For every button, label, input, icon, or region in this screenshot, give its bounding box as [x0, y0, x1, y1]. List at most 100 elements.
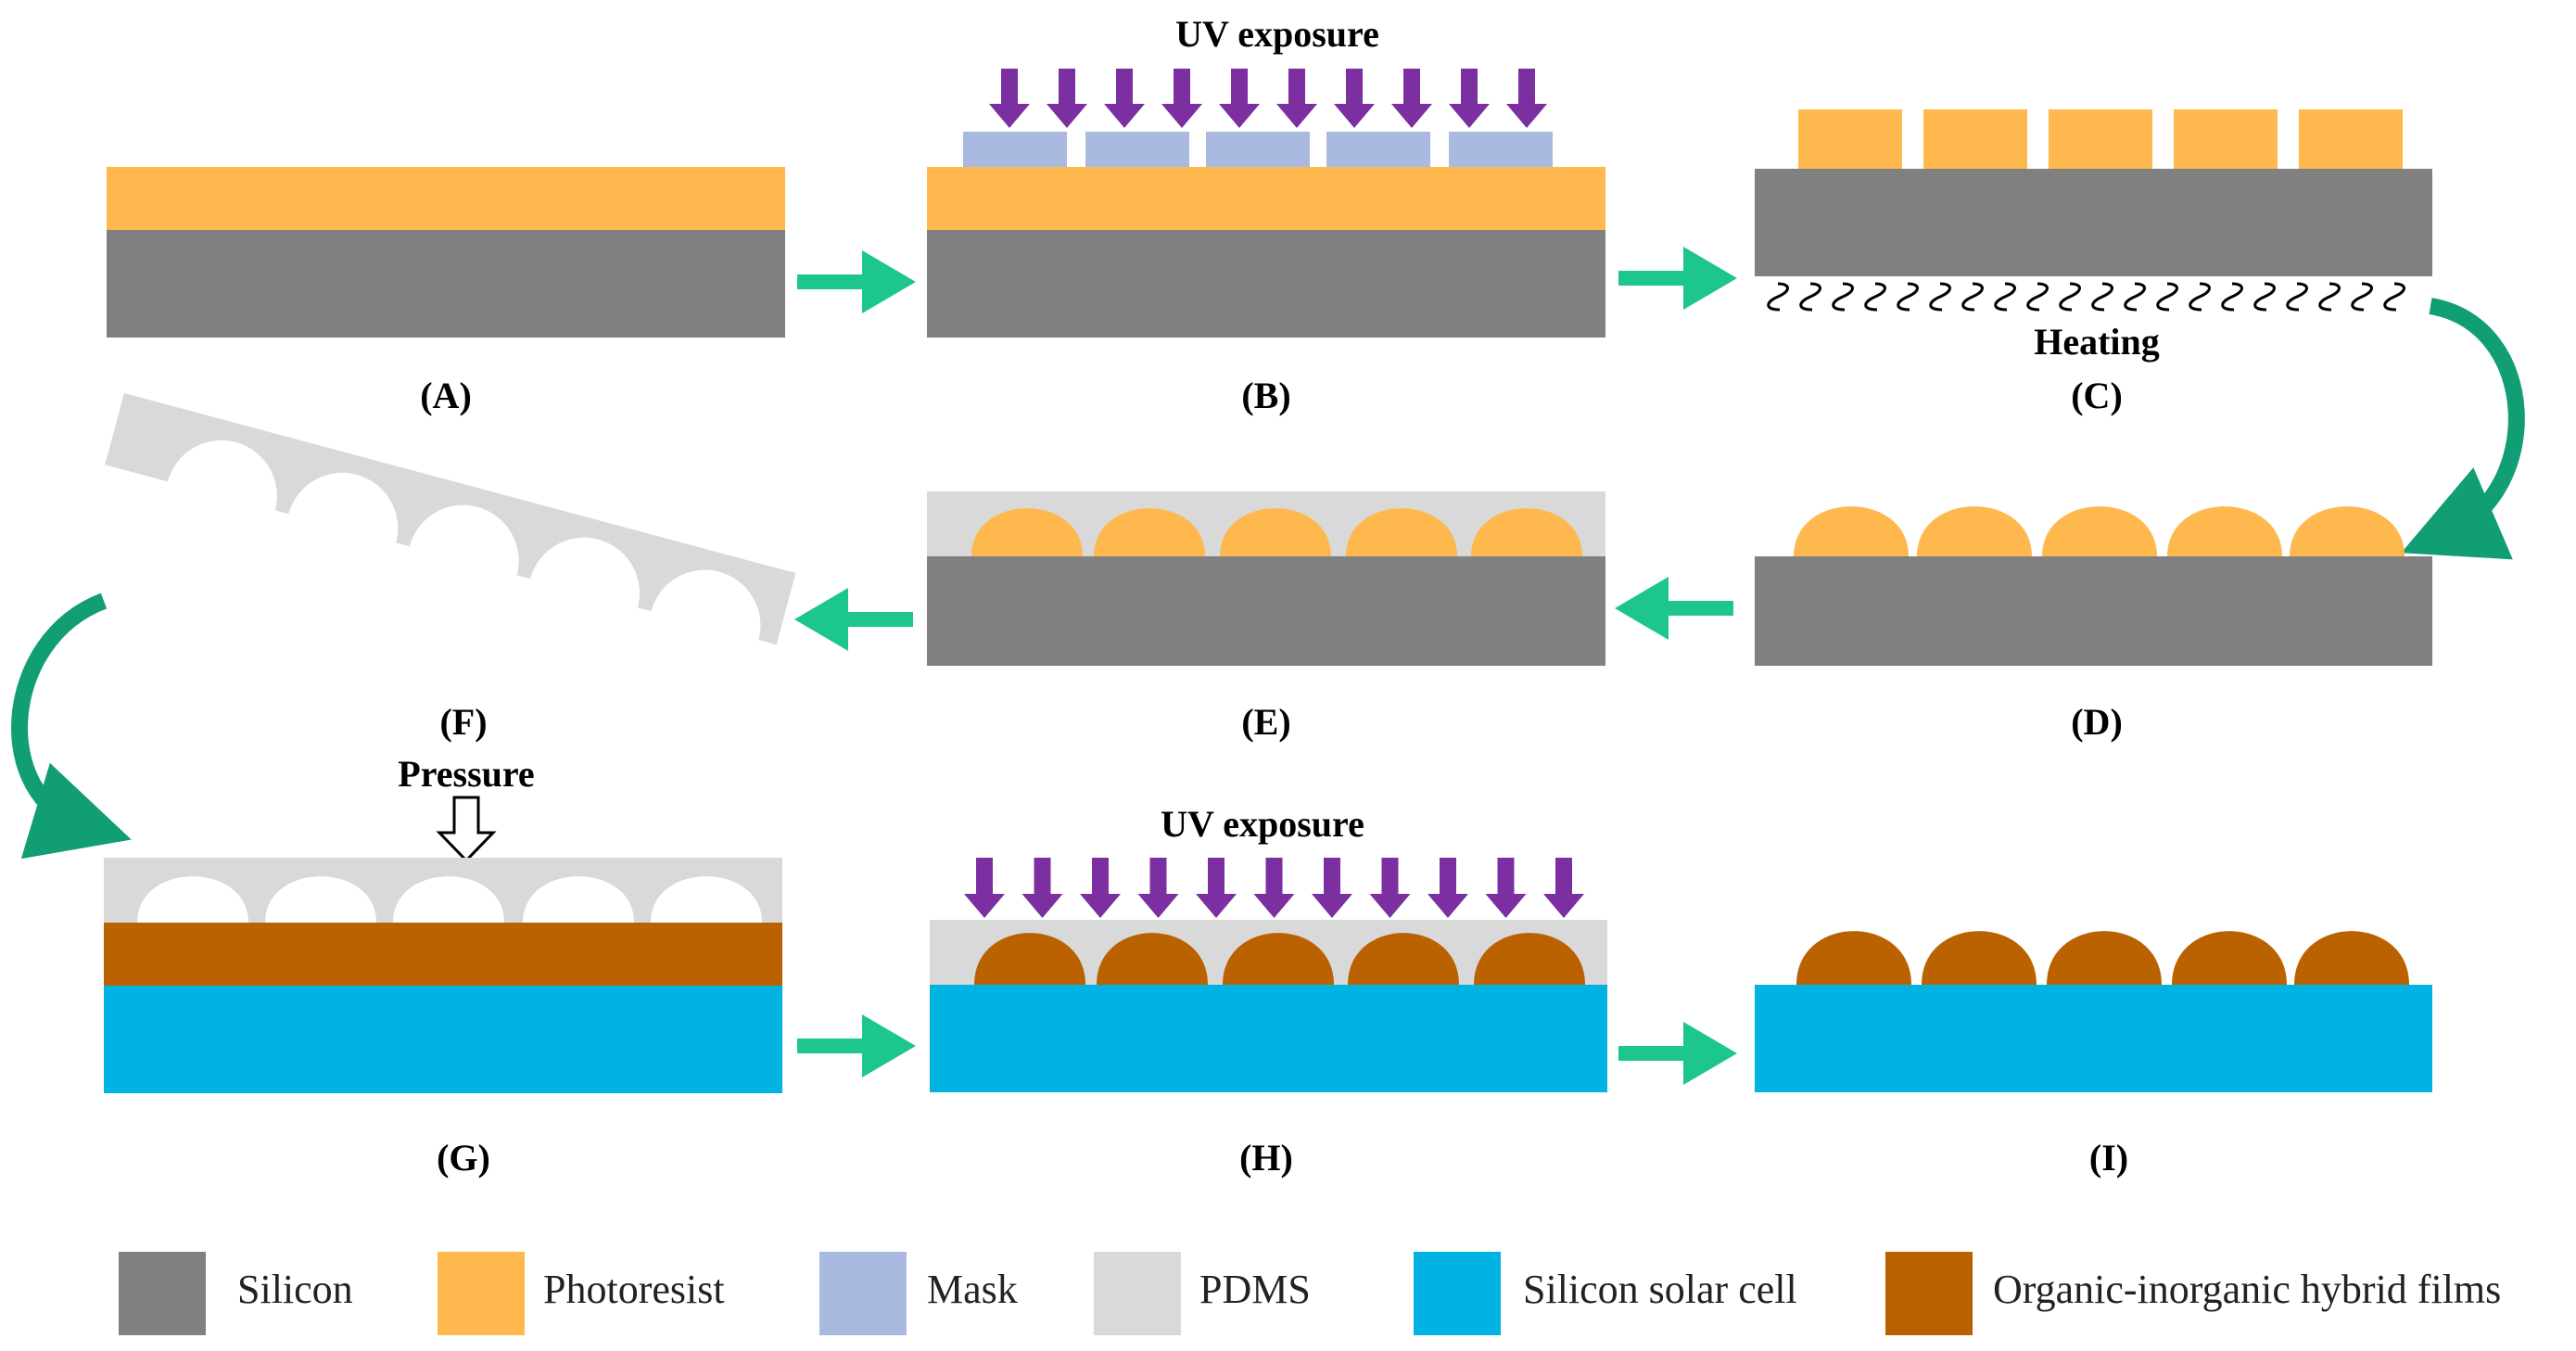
legend-swatch: [1094, 1252, 1181, 1335]
photoresist-microlens: [1794, 506, 1909, 556]
legend-item-solar-cell: Silicon solar cell: [1414, 1252, 1797, 1335]
uv-arrow-icon: [1312, 858, 1352, 918]
heating-label: Heating: [2034, 321, 2160, 363]
hybrid-film-microlens: [1097, 933, 1208, 985]
uv-arrow-icon: [1369, 858, 1411, 918]
legend-swatch: [438, 1252, 525, 1335]
uv-exposure-label-h: UV exposure: [1161, 803, 1364, 845]
pressure-arrow-icon: [436, 796, 497, 863]
photoresist-microlens: [2167, 506, 2282, 556]
photoresist-microlens: [1471, 508, 1582, 556]
legend-swatch: [1414, 1252, 1501, 1335]
label-d: (D): [2071, 701, 2123, 743]
silicon-substrate: [107, 230, 785, 338]
solar-cell-substrate: [930, 985, 1607, 1092]
hybrid-film-microlens: [1796, 931, 1911, 985]
photoresist-block: [1923, 109, 2027, 169]
mask-segment: [1449, 132, 1553, 167]
silicon-substrate: [1755, 556, 2432, 666]
label-f: (F): [439, 701, 487, 743]
flow-arrow-g-h: [797, 1014, 916, 1077]
photomask: [963, 132, 1553, 167]
legend-item-silicon: Silicon: [119, 1252, 353, 1335]
uv-arrow-icon: [1253, 858, 1295, 918]
uv-arrow-icon: [1276, 69, 1317, 128]
uv-exposure-label-b: UV exposure: [1175, 13, 1379, 55]
photoresist-microlens: [2042, 506, 2157, 556]
uv-arrow-icon: [964, 858, 1005, 918]
hybrid-film-microlens: [974, 933, 1085, 985]
step-b: UV exposure (B): [927, 13, 1605, 416]
legend-label: PDMS: [1199, 1267, 1311, 1312]
uv-arrow-icon: [1161, 69, 1202, 128]
uv-arrow-icon: [1543, 858, 1584, 918]
step-a: (A): [107, 167, 785, 416]
legend-label: Silicon solar cell: [1523, 1267, 1797, 1312]
label-g: (G): [437, 1137, 490, 1179]
uv-arrow-icon: [1047, 69, 1087, 128]
hybrid-film-microlens: [2047, 931, 2162, 985]
photoresist-block: [2049, 109, 2152, 169]
pdms-cavities: [137, 876, 762, 923]
uv-arrow-icon: [989, 69, 1030, 128]
pdms-cavity: [393, 876, 504, 923]
mask-segment: [1206, 132, 1310, 167]
photoresist-microlens: [1220, 508, 1331, 556]
legend: Silicon Photoresist Mask PDMS Silicon so…: [119, 1252, 2501, 1335]
photoresist-microlenses: [971, 508, 1582, 556]
legend-label: Photoresist: [543, 1267, 725, 1312]
curved-arrow-f-g: [11, 593, 132, 860]
pressure-label: Pressure: [398, 753, 534, 795]
photoresist-layer: [927, 167, 1605, 230]
photoresist-microlens: [971, 508, 1083, 556]
photoresist-block: [2174, 109, 2278, 169]
heating-wave-icons: [1767, 282, 2405, 312]
legend-label: Silicon: [237, 1267, 353, 1312]
curved-arrow-c-d: [2401, 298, 2525, 560]
uv-arrows-h: [964, 858, 1584, 918]
legend-item-hybrid-film: Organic-inorganic hybrid films: [1885, 1252, 2501, 1335]
uv-arrow-icon: [1449, 69, 1490, 128]
label-a: (A): [420, 375, 472, 416]
hybrid-film-microlens: [2172, 931, 2287, 985]
uv-arrow-icon: [1080, 858, 1121, 918]
label-b: (B): [1241, 375, 1290, 416]
step-g: Pressure (G): [104, 753, 782, 1179]
pdms-cavity: [651, 876, 762, 923]
legend-swatch: [819, 1252, 907, 1335]
photoresist-microlens: [2290, 506, 2405, 556]
hybrid-film-microlens: [2294, 931, 2409, 985]
hybrid-film-microlens: [1922, 931, 2037, 985]
step-c: Heating (C): [1755, 109, 2432, 416]
silicon-substrate: [1755, 169, 2432, 276]
uv-arrows-b: [989, 69, 1547, 128]
uv-arrow-icon: [1196, 858, 1237, 918]
silicon-substrate: [927, 556, 1605, 666]
hybrid-film-microlenses: [1796, 931, 2409, 985]
mask-segment: [963, 132, 1067, 167]
uv-arrow-icon: [1391, 69, 1432, 128]
photoresist-microlenses: [1794, 506, 2405, 556]
flow-arrow-e-f: [794, 588, 913, 651]
legend-swatch: [119, 1252, 206, 1335]
legend-item-mask: Mask: [819, 1252, 1018, 1335]
photoresist-block: [2299, 109, 2403, 169]
heating-wave-icon: [1767, 282, 2405, 312]
pdms-cavity: [137, 876, 248, 923]
mask-segment: [1085, 132, 1189, 167]
solar-cell-substrate: [1755, 985, 2432, 1092]
uv-arrow-icon: [1485, 858, 1527, 918]
legend-item-pdms: PDMS: [1094, 1252, 1311, 1335]
photoresist-block: [1798, 109, 1902, 169]
hybrid-film-layer: [104, 923, 782, 986]
hybrid-film-microlens: [1223, 933, 1334, 985]
legend-swatch: [1885, 1252, 1973, 1335]
label-e: (E): [1241, 701, 1290, 743]
legend-label: Organic-inorganic hybrid films: [1993, 1267, 2501, 1312]
uv-arrow-icon: [1022, 858, 1063, 918]
legend-item-photoresist: Photoresist: [438, 1252, 725, 1335]
photoresist-microlens: [1917, 506, 2032, 556]
uv-arrow-icon: [1506, 69, 1547, 128]
uv-arrow-icon: [1428, 858, 1468, 918]
